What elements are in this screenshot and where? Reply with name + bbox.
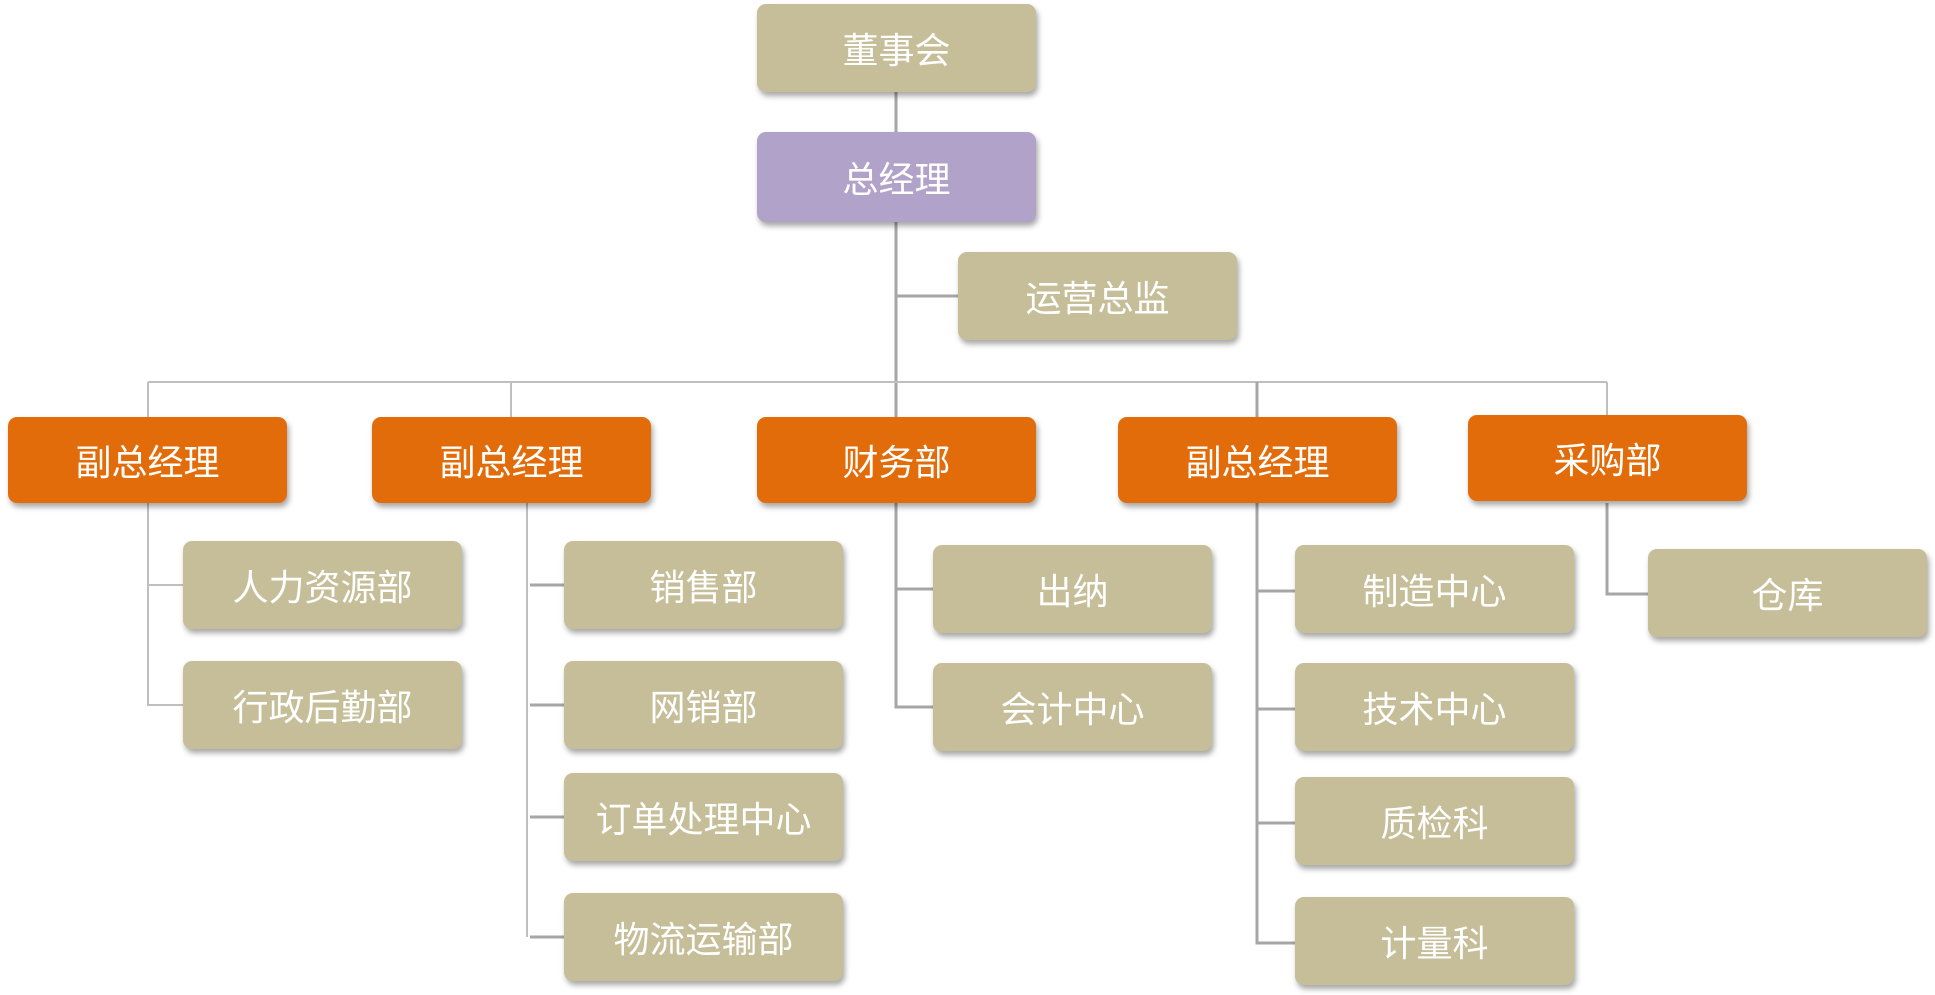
- connector-purchasing-child: [1605, 503, 1648, 596]
- finance-dept-box: 财务部: [757, 417, 1036, 503]
- quality-inspection-section-box: 质检科: [1295, 777, 1574, 865]
- cashier-box: 出纳: [933, 545, 1212, 633]
- online-sales-dept-box: 网销部: [564, 661, 843, 749]
- board-box: 董事会: [757, 4, 1036, 92]
- hr-dept-box: 人力资源部: [183, 541, 462, 629]
- order-processing-center-box: 订单处理中心: [564, 773, 843, 861]
- technology-center-box: 技术中心: [1295, 663, 1574, 751]
- warehouse-box: 仓库: [1648, 549, 1927, 637]
- admin-logistics-dept-box: 行政后勤部: [183, 661, 462, 749]
- connector-vp1-children: [147, 503, 183, 706]
- deputy-gm-box-3: 副总经理: [1118, 417, 1397, 503]
- metrology-section-box: 计量科: [1295, 897, 1574, 985]
- accounting-center-box: 会计中心: [933, 663, 1212, 751]
- connector-vp2-ticks: [530, 583, 564, 939]
- general-manager-box: 总经理: [757, 132, 1036, 222]
- logistics-transport-dept-box: 物流运输部: [564, 893, 843, 981]
- deputy-gm-box-2: 副总经理: [372, 417, 651, 503]
- manufacturing-center-box: 制造中心: [1295, 545, 1574, 633]
- sales-dept-box: 销售部: [564, 541, 843, 629]
- operations-director-box: 运营总监: [958, 252, 1237, 340]
- purchasing-dept-box: 采购部: [1468, 415, 1747, 501]
- deputy-gm-box-1: 副总经理: [8, 417, 287, 503]
- connector-vp3-children: [1255, 503, 1295, 945]
- connector-finance-children: [894, 503, 933, 709]
